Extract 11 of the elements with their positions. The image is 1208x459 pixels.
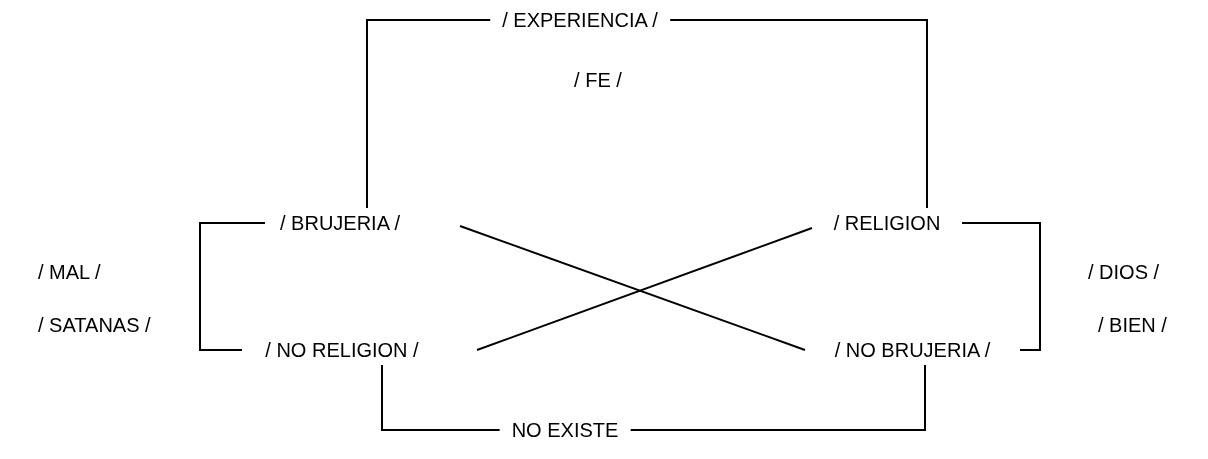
term-label: / FE / <box>574 68 622 93</box>
term-label: / NO RELIGION / <box>242 335 442 365</box>
term-label: / RELIGION <box>812 208 962 238</box>
term-label: / BRUJERIA / <box>265 208 415 238</box>
connector-line <box>961 222 1041 351</box>
connector-line <box>199 222 266 351</box>
term-label: / BIEN / <box>1098 313 1167 338</box>
term-label: / DIOS / <box>1088 260 1160 285</box>
term-label: / SATANAS / <box>38 313 151 338</box>
term-label: / MAL / <box>38 260 101 285</box>
term-label: / NO BRUJERIA / <box>805 335 1020 365</box>
